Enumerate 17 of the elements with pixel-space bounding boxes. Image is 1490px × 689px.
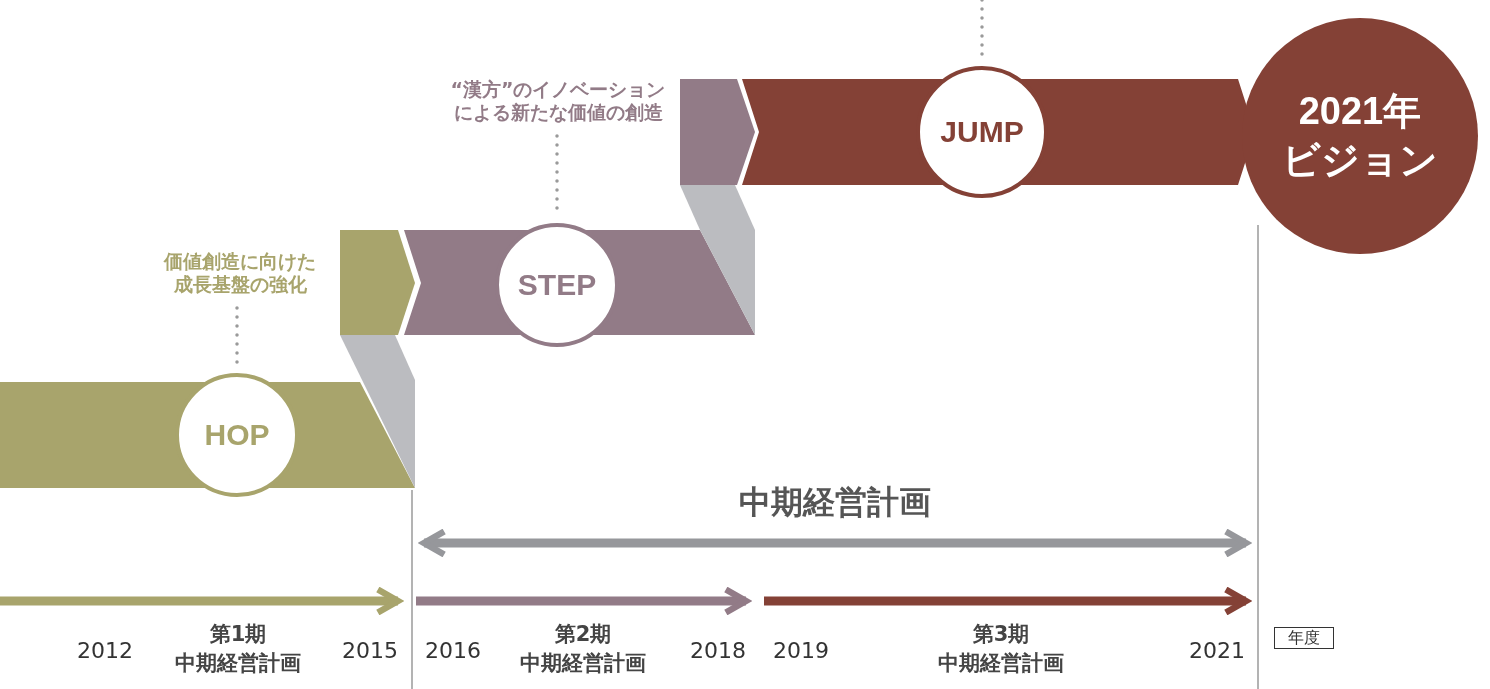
period-label: 中期経営計画 <box>937 651 1065 677</box>
year-label: 2015 <box>341 638 399 665</box>
year-label: 2021 <box>1188 638 1246 665</box>
period-label: 中期経営計画 <box>174 651 302 677</box>
period-label: 第3期 <box>971 622 1031 648</box>
unit-label: 年度 <box>1274 627 1334 649</box>
caption-text: 価値創造に向けた成長基盤の強化 <box>160 250 320 296</box>
vision-circle: 2021年ビジョン <box>1242 18 1478 254</box>
span-title: 中期経営計画 <box>738 483 932 522</box>
year-label: 2018 <box>689 638 747 665</box>
period-label: 中期経営計画 <box>519 651 647 677</box>
year-label: 2016 <box>424 638 482 665</box>
period-label: 第1期 <box>208 622 268 648</box>
year-label: 2019 <box>772 638 830 665</box>
period-label: 第2期 <box>553 622 613 648</box>
year-label: 2012 <box>76 638 134 665</box>
caption-text: “漢方”のイノベーションによる新たな価値の創造 <box>442 78 674 124</box>
